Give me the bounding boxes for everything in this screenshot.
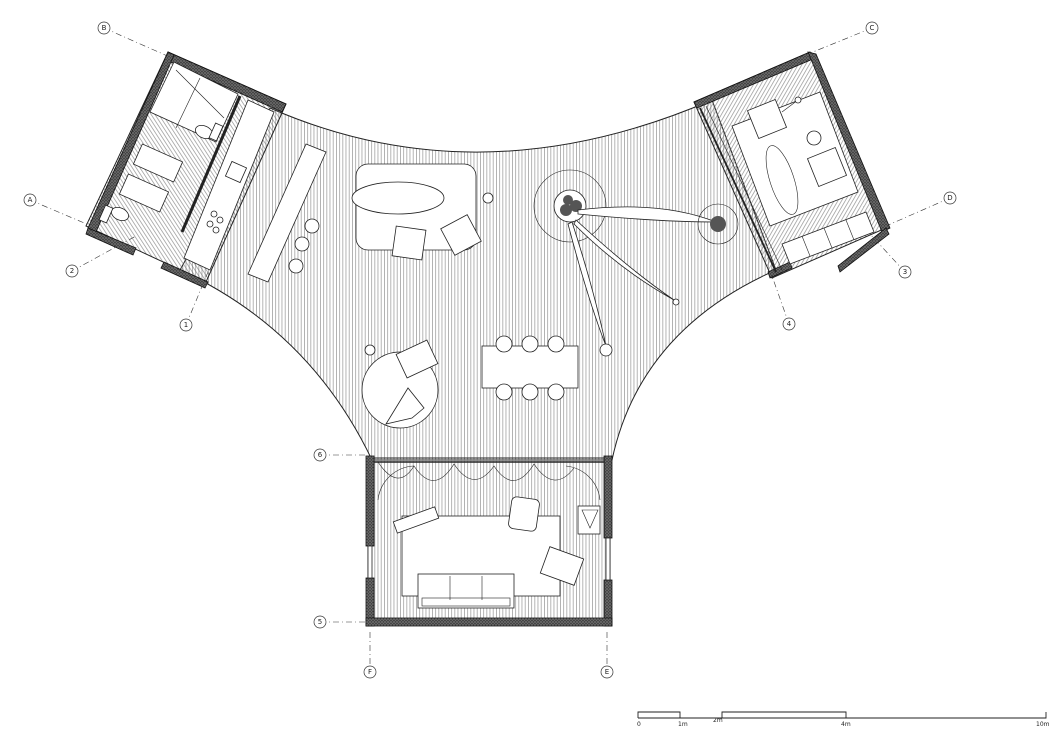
main-living-floor [179,99,777,461]
svg-text:D: D [947,194,952,202]
grid-bubble-6: 6 [313,448,327,462]
lamp-hub-outer [533,169,607,243]
grid-bubble-e: E [600,665,614,679]
svg-text:1: 1 [184,321,188,329]
grid-line-b [103,27,173,59]
grid-line-4 [771,275,790,325]
sink-lower [118,173,170,213]
main-furniture [247,143,739,429]
lounge-wall-bottom [365,617,613,627]
sink-upper [132,143,184,183]
svg-text:B: B [102,24,107,32]
grid-bubble-a: A [23,193,37,207]
chair-oval-a [391,225,427,261]
left-pod-wall-bottom [85,227,137,256]
scale-label-10m: 10m [1036,721,1050,728]
right-bedroom-pod [693,51,891,279]
svg-text:3: 3 [903,268,907,276]
grid-line-c [807,27,873,55]
lounge-armchair-right [539,546,585,586]
sofa [417,573,515,609]
svg-text:E: E [605,668,609,676]
scale-label-4m: 4m [841,721,851,728]
right-pod-wall-bottom [837,227,890,273]
oval-table [351,181,445,215]
kitchen-counter [183,99,275,271]
svg-text:6: 6 [318,451,323,459]
bottom-lounge-pod [365,455,613,627]
right-pod-wall-right [807,51,891,233]
long-bench [247,143,327,283]
right-pod-wall-bottom-b [767,261,793,279]
scale-bar: 0 1m 2m 4m 10m [637,711,1050,728]
chair-oval-b [440,214,482,256]
left-bathroom-pod [85,51,287,289]
grid-bubble-f: F [363,665,377,679]
lounge-armchair-top [508,496,540,532]
lounge-wall-right-upper [603,455,613,539]
lounge-chair-round [395,339,439,379]
grid-bubble-4: 4 [782,317,796,331]
bedroom-chair-upper [746,98,788,140]
grid-bubble-2: 2 [65,264,79,278]
scale-label-1m: 1m [678,721,688,728]
grid-bubble-d: D [943,191,957,205]
grid-bubble-c: C [865,21,879,35]
svg-text:4: 4 [787,320,792,328]
lounge-wall-left-upper [365,455,375,547]
grid-bubble-1: 1 [179,318,193,332]
grid-line-d [885,197,951,227]
grid-line-1 [185,271,209,326]
shower [149,61,239,143]
lamp-head-bottom [599,343,613,357]
scale-label-0: 0 [637,721,641,728]
svg-text:A: A [28,196,33,204]
left-pod-wall-bottom-b [160,261,209,289]
bedroom-chair-lower [806,146,848,188]
grid-bubble-3: 3 [898,265,912,279]
svg-text:C: C [870,24,875,32]
grid-bubble-5: 5 [313,615,327,629]
grid-bubble-b: B [97,21,111,35]
lamp-head-right [710,216,726,232]
scale-label-2m: 2m [713,717,723,724]
svg-text:F: F [368,668,372,676]
lounge-ottoman [392,506,440,534]
svg-text:2: 2 [70,267,74,275]
dining-table [481,345,579,389]
triangle-table [385,387,425,425]
svg-text:5: 5 [318,618,322,626]
grid-line-a [29,199,97,229]
